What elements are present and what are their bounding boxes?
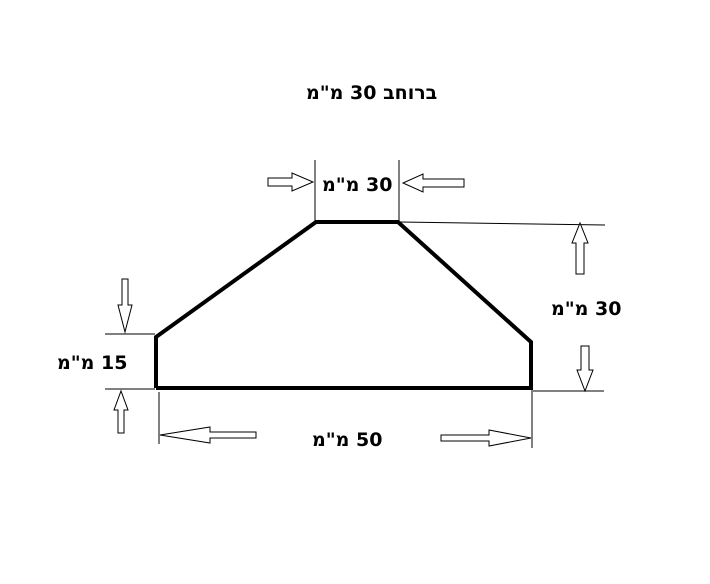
width-label: ברוחב 30 מ"מ	[306, 82, 438, 104]
top-edge-label: 30 מ"מ	[322, 174, 393, 196]
right-up-arrow-icon	[571, 221, 589, 275]
right-down-arrow-icon	[576, 345, 594, 393]
top-left-arrow-icon	[267, 172, 315, 192]
top-right-arrow-icon	[401, 173, 465, 193]
left-up-arrow-icon	[113, 389, 129, 434]
bottom-edge-label: 50 מ"מ	[312, 429, 383, 451]
left-down-arrow-icon	[117, 278, 133, 334]
trapezoid-outline	[154, 220, 533, 390]
bottom-right-arrow-icon	[440, 429, 532, 447]
top-horizontal-extension-line	[399, 221, 606, 226]
right-height-label: 30 מ"מ	[551, 298, 622, 320]
left-height-label: 15 מ"מ	[57, 352, 128, 374]
bottom-left-arrow-icon	[159, 426, 257, 444]
